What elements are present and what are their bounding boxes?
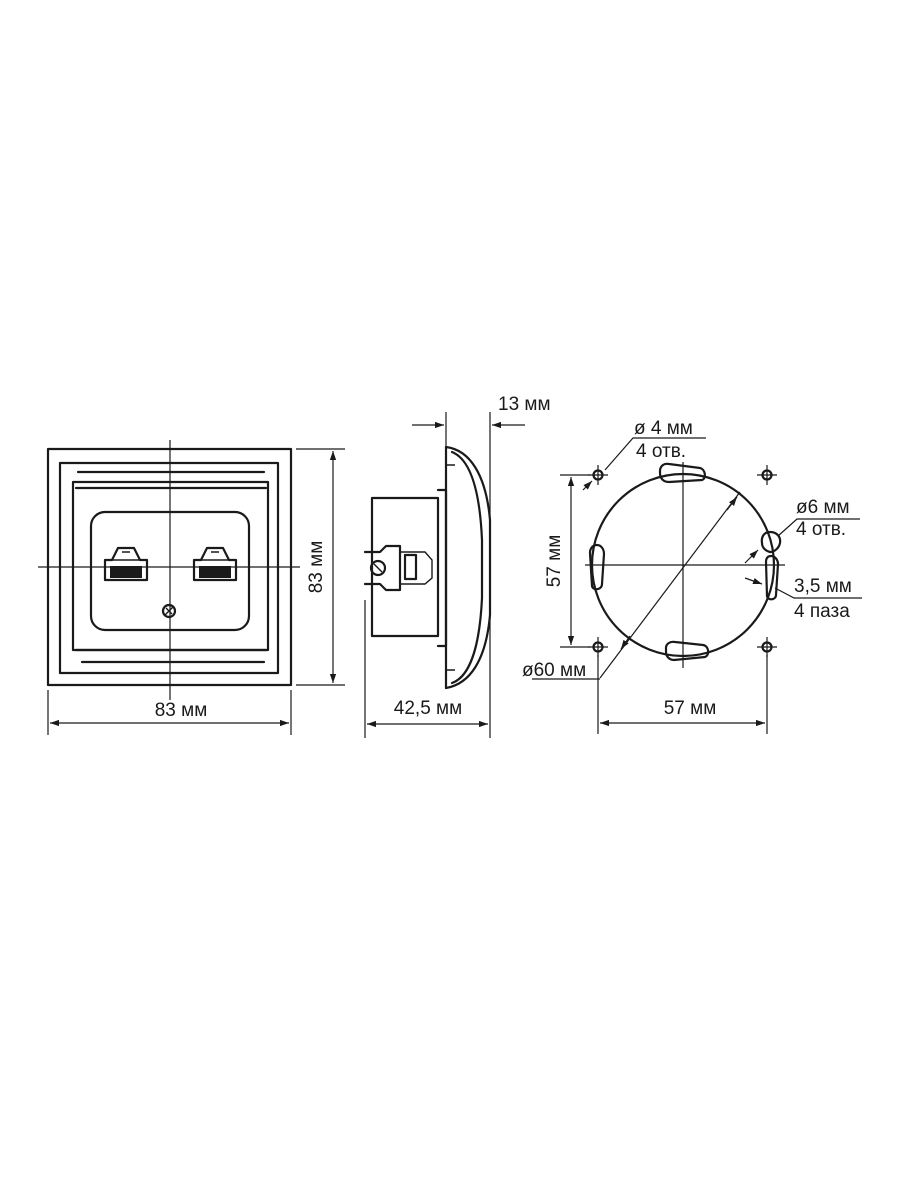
vertical-spacing-extension-lines (560, 474, 590, 648)
diameter-arrow-upper (726, 496, 738, 511)
slot-right (764, 554, 780, 601)
screw-icon (161, 603, 177, 619)
small-hole-diameter-label: ø 4 мм (634, 418, 693, 439)
slot-width-label: 3,5 мм (794, 576, 852, 597)
front-view: 83 мм 83 мм (38, 440, 345, 735)
height-extension-lines (296, 448, 345, 686)
side-view: 13 мм 42,5 мм (363, 394, 551, 738)
diameter-line (599, 491, 741, 679)
small-hole-top-right (757, 465, 777, 485)
diameter-arrow-lower (620, 635, 631, 650)
depth13-extension-lines (445, 412, 491, 520)
slot-leader (774, 587, 862, 599)
rj45-socket-right (192, 546, 238, 582)
socket-body (370, 496, 440, 638)
slot-left (588, 543, 606, 591)
total-depth-label: 42,5 мм (394, 698, 462, 719)
frame-rim (446, 464, 455, 671)
cover-plate (71, 480, 270, 652)
vertical-spacing-label: 57 мм (544, 535, 565, 588)
horizontal-spacing-extension-lines (597, 655, 768, 734)
large-hole-diameter-label: ø6 мм (796, 497, 850, 518)
frame-profile (444, 445, 492, 690)
slot-arrow (744, 577, 763, 585)
small-hole-top-left (588, 465, 608, 485)
cover-bottom-bevel (74, 648, 268, 664)
inner-frame (58, 461, 280, 675)
mounting-plate-edge (436, 488, 448, 648)
small-hole-leader (604, 437, 706, 471)
large-hole (760, 530, 782, 554)
rj45-socket-left (103, 546, 149, 582)
slot-top (658, 462, 706, 484)
large-hole-arrow (744, 549, 759, 564)
large-hole-leader (777, 518, 860, 537)
circle-diameter-label: ø60 мм (522, 660, 586, 681)
large-hole-count-label: 4 отв. (796, 519, 846, 540)
small-hole-arrow (582, 480, 593, 491)
slot-count-label: 4 паза (794, 601, 850, 622)
frame-inner-profile (450, 450, 484, 685)
small-hole-bottom-left (588, 637, 608, 657)
front-width-label: 83 мм (155, 700, 208, 721)
slot-bottom (664, 640, 710, 662)
small-hole-bottom-right (757, 637, 777, 657)
frame-depth-label: 13 мм (498, 394, 551, 415)
mounting-view: ø60 мм ø 4 мм 4 отв. ø6 мм 4 отв. 3,5 мм… (522, 418, 862, 734)
depth42-extension-lines (364, 600, 491, 738)
width-extension-lines (47, 690, 292, 735)
small-hole-count-label: 4 отв. (636, 441, 686, 462)
terminal-clamp (363, 544, 433, 592)
front-height-label: 83 мм (306, 541, 327, 594)
horizontal-spacing-label: 57 мм (664, 698, 717, 719)
